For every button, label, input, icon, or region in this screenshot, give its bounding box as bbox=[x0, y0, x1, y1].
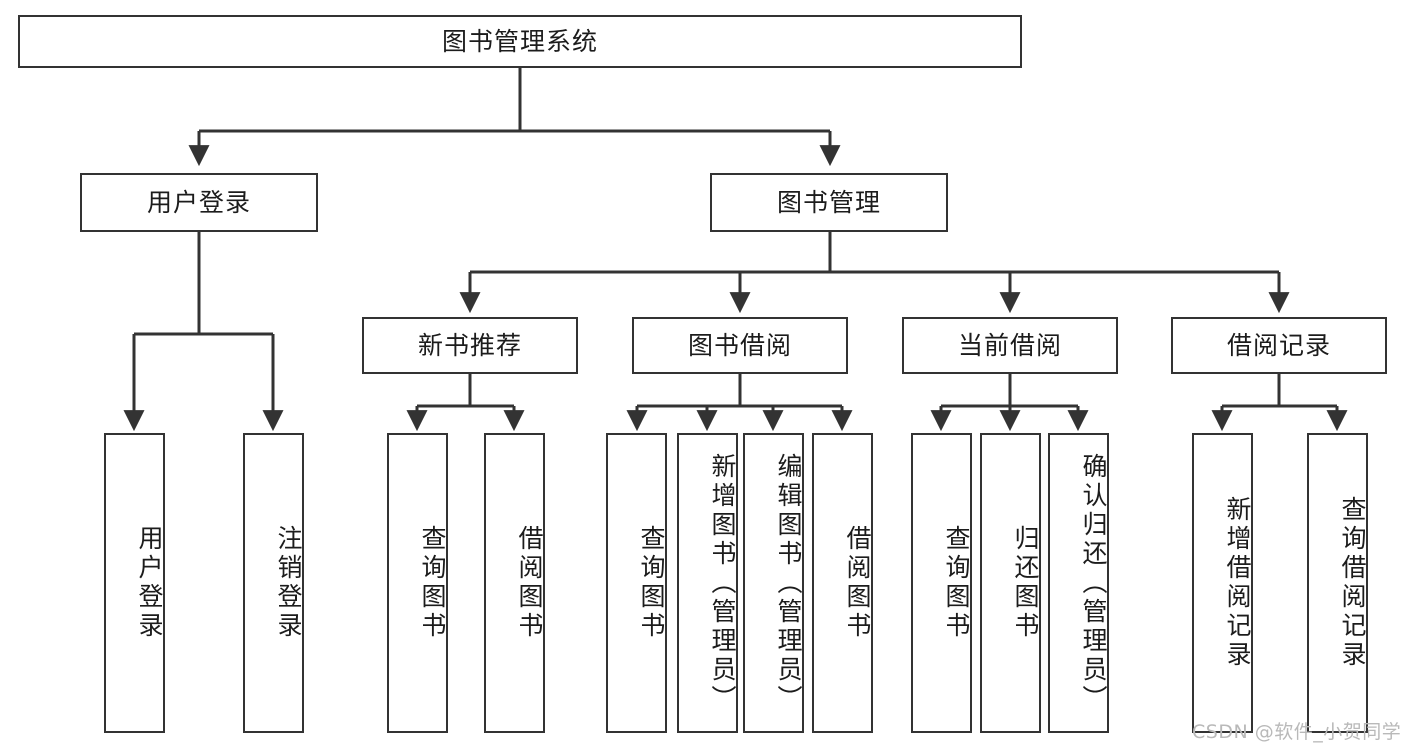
leaf-edit-book[interactable]: 编辑图书（管理员） bbox=[743, 433, 804, 733]
node-new-book-recommend[interactable]: 新书推荐 bbox=[362, 317, 578, 374]
node-current-borrow[interactable]: 当前借阅 bbox=[902, 317, 1118, 374]
node-user-login-label: 用户登录 bbox=[146, 187, 251, 217]
leaf-logout-login[interactable]: 注销登录 bbox=[243, 433, 304, 733]
node-book-manage[interactable]: 图书管理 bbox=[710, 173, 948, 232]
leaf-borrow-book-2[interactable]: 借阅图书 bbox=[812, 433, 873, 733]
node-new-book-recommend-label: 新书推荐 bbox=[417, 330, 522, 360]
leaf-add-book-label: 新增图书（管理员） bbox=[708, 452, 737, 714]
node-borrow-record[interactable]: 借阅记录 bbox=[1171, 317, 1387, 374]
leaf-user-login-label: 用户登录 bbox=[135, 525, 164, 641]
node-book-manage-label: 图书管理 bbox=[776, 187, 881, 217]
node-borrow-record-label: 借阅记录 bbox=[1226, 330, 1331, 360]
leaf-query-record-label: 查询借阅记录 bbox=[1338, 496, 1367, 670]
leaf-borrow-book-1-label: 借阅图书 bbox=[515, 525, 544, 641]
leaf-logout-login-label: 注销登录 bbox=[274, 525, 303, 641]
leaf-return-book-label: 归还图书 bbox=[1011, 525, 1040, 641]
leaf-query-book-1-label: 查询图书 bbox=[418, 525, 447, 641]
leaf-add-record[interactable]: 新增借阅记录 bbox=[1192, 433, 1253, 733]
leaf-confirm-return[interactable]: 确认归还（管理员） bbox=[1048, 433, 1109, 733]
leaf-borrow-book-1[interactable]: 借阅图书 bbox=[484, 433, 545, 733]
leaf-confirm-return-label: 确认归还（管理员） bbox=[1079, 452, 1108, 714]
leaf-return-book[interactable]: 归还图书 bbox=[980, 433, 1041, 733]
node-root[interactable]: 图书管理系统 bbox=[18, 15, 1022, 68]
leaf-query-book-3-label: 查询图书 bbox=[942, 525, 971, 641]
leaf-query-record[interactable]: 查询借阅记录 bbox=[1307, 433, 1368, 733]
node-book-borrow[interactable]: 图书借阅 bbox=[632, 317, 848, 374]
node-root-label: 图书管理系统 bbox=[441, 26, 598, 56]
leaf-query-book-2-label: 查询图书 bbox=[637, 525, 666, 641]
node-user-login[interactable]: 用户登录 bbox=[80, 173, 318, 232]
leaf-add-record-label: 新增借阅记录 bbox=[1223, 496, 1252, 670]
node-current-borrow-label: 当前借阅 bbox=[957, 330, 1062, 360]
leaf-add-book[interactable]: 新增图书（管理员） bbox=[677, 433, 738, 733]
csdn-watermark: CSDN @软件_小贺同学 bbox=[1192, 721, 1402, 743]
leaf-query-book-2[interactable]: 查询图书 bbox=[606, 433, 667, 733]
leaf-user-login[interactable]: 用户登录 bbox=[104, 433, 165, 733]
node-book-borrow-label: 图书借阅 bbox=[687, 330, 792, 360]
leaf-borrow-book-2-label: 借阅图书 bbox=[843, 525, 872, 641]
leaf-query-book-3[interactable]: 查询图书 bbox=[911, 433, 972, 733]
leaf-edit-book-label: 编辑图书（管理员） bbox=[774, 452, 803, 714]
leaf-query-book-1[interactable]: 查询图书 bbox=[387, 433, 448, 733]
